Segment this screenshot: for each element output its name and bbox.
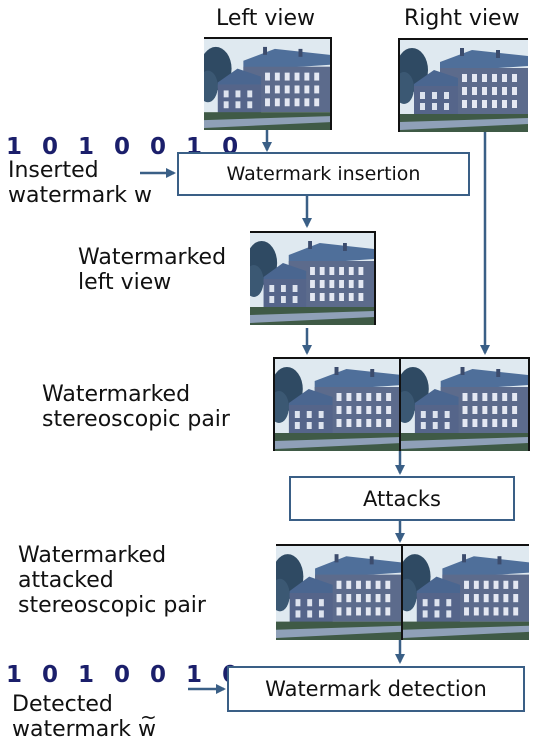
watermarked-left-image	[250, 231, 376, 325]
inserted-watermark-line2: watermark w	[8, 183, 152, 208]
watermark-detection-box: Watermark detection	[227, 666, 525, 712]
building-photo	[204, 39, 330, 130]
detected-watermark-bits: 1 0 1 0 0 1 0	[6, 662, 245, 688]
attacked-pair-line3: stereoscopic pair	[18, 593, 206, 618]
watermarked-left-line1: Watermarked	[78, 245, 227, 270]
building-photo	[275, 359, 402, 451]
building-photo	[400, 40, 528, 132]
attacked-pair-line1: Watermarked	[18, 543, 167, 568]
stereo-pair-line1: Watermarked	[42, 382, 191, 407]
building-photo	[250, 233, 374, 325]
w-tilde-symbol: w	[138, 705, 157, 742]
inserted-watermark-line1: Inserted	[8, 158, 99, 183]
detected-watermark-prefix: watermark	[12, 717, 138, 742]
left-view-title: Left view	[216, 6, 316, 31]
building-photo	[403, 546, 529, 640]
attacks-label: Attacks	[363, 486, 441, 511]
stereo-pair-right-image	[399, 357, 530, 451]
attacks-box: Attacks	[289, 476, 515, 521]
left-view-image	[204, 37, 332, 130]
detected-watermark-line1: Detected	[12, 692, 113, 717]
detected-watermark-line2: watermark w	[12, 705, 157, 742]
watermark-insertion-box: Watermark insertion	[177, 152, 470, 196]
attacked-pair-left-image	[276, 544, 401, 640]
watermark-insertion-label: Watermark insertion	[226, 163, 421, 185]
building-photo	[276, 546, 401, 640]
right-view-image	[398, 38, 528, 132]
stereo-pair-left-image	[273, 357, 402, 451]
building-photo	[401, 359, 528, 451]
stereo-pair-line2: stereoscopic pair	[42, 407, 230, 432]
attacked-pair-line2: attacked	[18, 568, 114, 593]
attacked-pair-right-image	[401, 544, 529, 640]
watermarked-left-line2: left view	[78, 270, 172, 295]
right-view-title: Right view	[404, 6, 520, 31]
watermark-detection-label: Watermark detection	[265, 677, 487, 701]
